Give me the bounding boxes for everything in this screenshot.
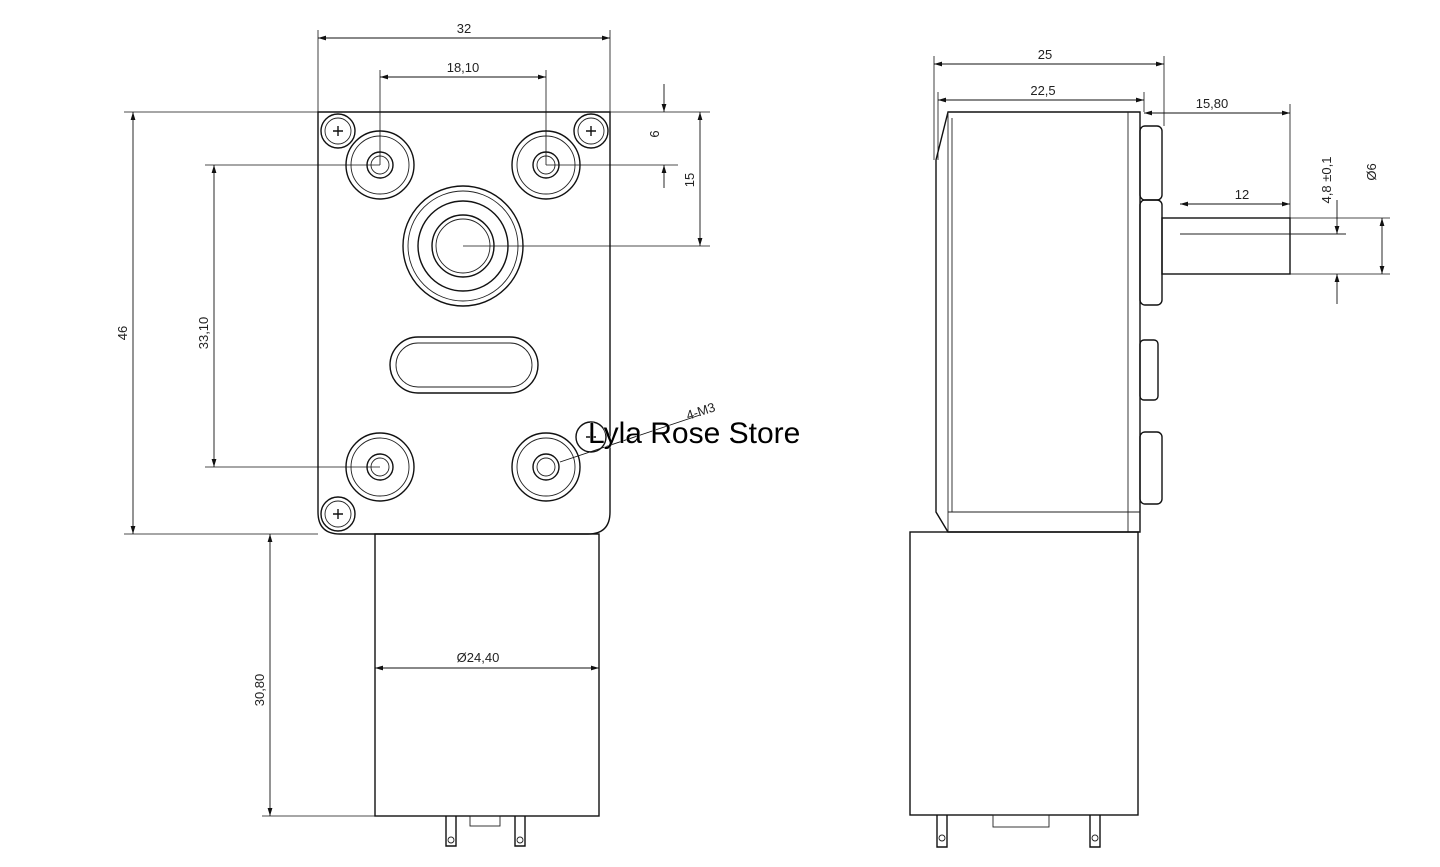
dim-hole-vertical: 33,10 (196, 164, 380, 468)
dim-motor-length: 30,80 (252, 534, 375, 817)
dim-shaft-diameter: Ø6 (1290, 163, 1390, 274)
dim-flat-length-label: 12 (1235, 187, 1249, 202)
dim-motor-length-label: 30,80 (252, 674, 267, 707)
side-shaft (1161, 217, 1346, 275)
dim-total-width-label: 25 (1038, 47, 1052, 62)
dim-offset-top-label: 6 (647, 130, 662, 137)
side-gearbox-body (935, 111, 1141, 533)
watermark-text: Lyla Rose Store (588, 417, 800, 450)
front-view: 32 18,10 46 33,10 6 (115, 21, 717, 847)
dim-shaft-diameter-label: Ø6 (1364, 163, 1379, 180)
motor-can (374, 533, 600, 847)
dim-body-width: 22,5 (937, 83, 1145, 160)
screw-top-left (320, 113, 356, 149)
side-lugs (1139, 125, 1163, 505)
slot (389, 336, 539, 394)
dim-hole-vertical-label: 33,10 (196, 317, 211, 350)
dim-hole-spacing-label: 18,10 (447, 60, 480, 75)
dim-shaft-length-label: 15,80 (1196, 96, 1229, 111)
dim-shaft-offset-label: 15 (682, 173, 697, 187)
side-motor-can (909, 531, 1139, 848)
gearbox-plate (317, 111, 611, 535)
dim-total-width: 25 (933, 47, 1165, 160)
dim-hole-spacing: 18,10 (379, 60, 547, 165)
dim-body-width-label: 22,5 (1030, 83, 1055, 98)
screw-bottom-left (320, 496, 356, 532)
dim-body-height-label: 46 (115, 326, 130, 340)
dim-offset-top: 6 (546, 84, 678, 188)
dim-width: 32 (317, 21, 611, 112)
mounting-hole-bottom-right (511, 432, 581, 502)
dim-width-label: 32 (457, 21, 471, 36)
dim-flat-tolerance-label: 4,8 ±0,1 (1319, 157, 1334, 204)
dim-motor-diameter: Ø24,40 (375, 650, 599, 671)
dim-flat-tolerance: 4,8 ±0,1 (1290, 157, 1390, 304)
dim-flat-length: 12 (1180, 187, 1290, 207)
side-view: 25 22,5 15,80 12 4,8 ±0,1 (909, 47, 1390, 848)
dim-shaft-offset: 15 (463, 112, 710, 247)
dim-body-height: 46 (115, 111, 710, 535)
screw-top-right (573, 113, 609, 149)
dim-shaft-length: 15,80 (1144, 96, 1291, 274)
dim-motor-diameter-label: Ø24,40 (457, 650, 500, 665)
